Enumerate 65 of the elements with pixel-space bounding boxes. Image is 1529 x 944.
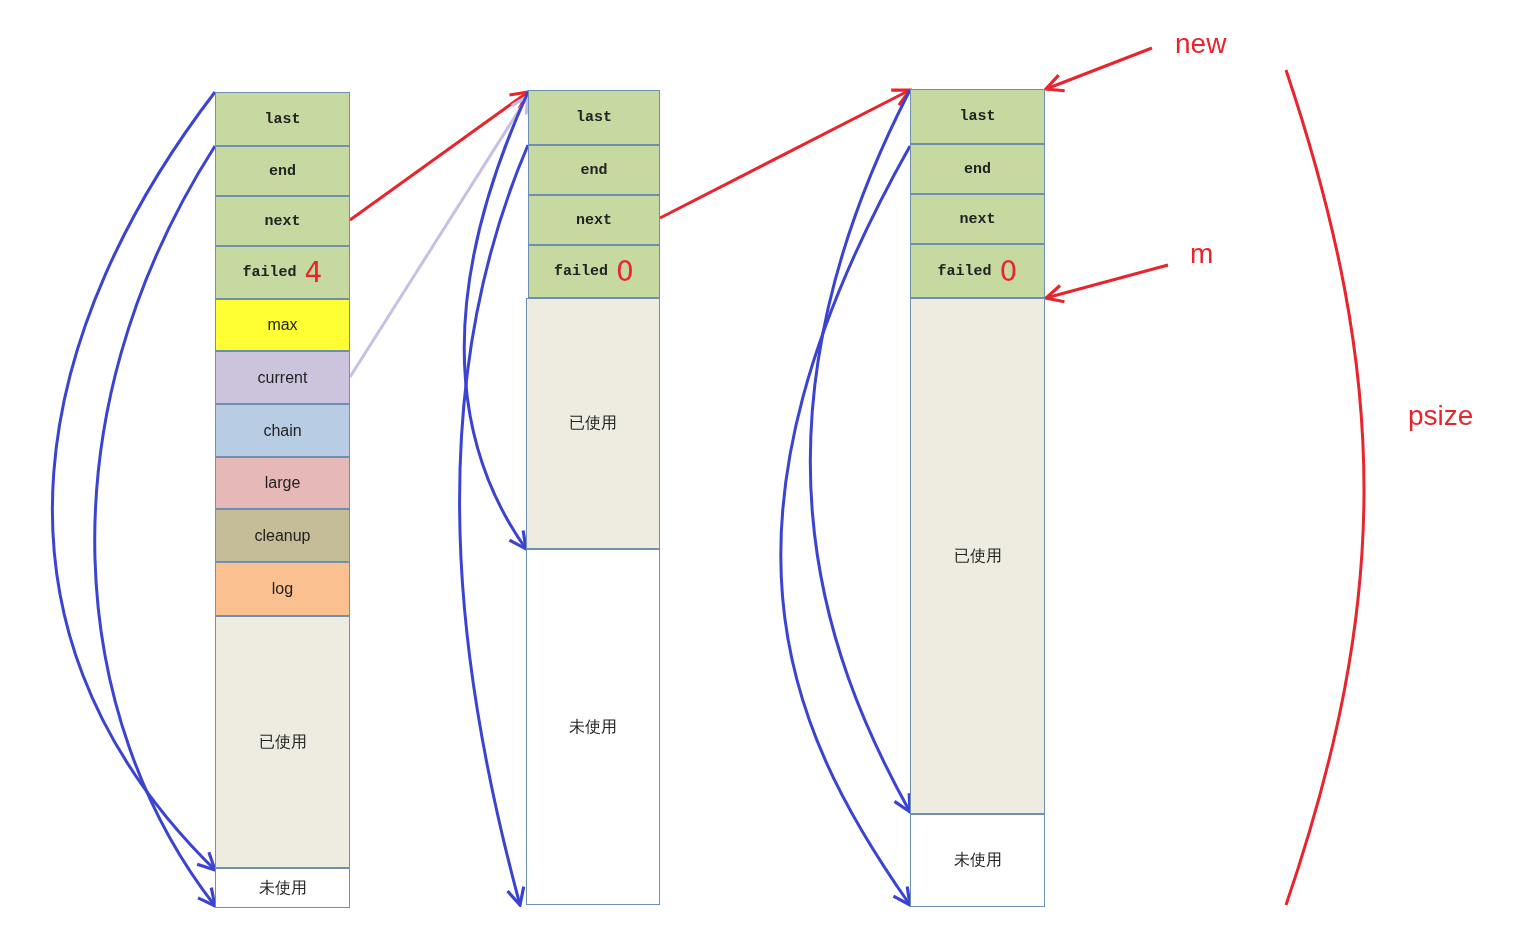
memory-field [215, 246, 350, 299]
field-name: cleanup [254, 526, 311, 545]
pointer-arrow [93, 145, 217, 908]
memory-field [910, 814, 1045, 907]
pointer-arrow [51, 91, 217, 872]
field-name: last [959, 108, 996, 125]
field-name: next [264, 212, 301, 230]
pointer-label: new [1175, 28, 1227, 60]
field-name: end [269, 162, 296, 180]
pointer-arrow [659, 88, 912, 220]
pointer-arrow [808, 89, 912, 814]
memory-field [910, 244, 1045, 298]
field-name: failed [937, 262, 992, 280]
memory-field [528, 195, 660, 245]
count-value: 4 [304, 256, 323, 289]
pointer-arrow [348, 94, 530, 378]
memory-field [528, 90, 660, 145]
memory-field [215, 562, 350, 616]
field-name: last [576, 109, 612, 126]
pointer-arrow [458, 144, 530, 907]
memory-field [910, 89, 1045, 144]
field-name: current [257, 368, 308, 387]
memory-field [526, 549, 660, 905]
memory-field [215, 299, 350, 351]
field-name: 未使用 [258, 877, 307, 898]
memory-field [215, 196, 350, 246]
field-name: next [576, 211, 612, 229]
field-name: 已使用 [569, 413, 617, 433]
field-name: 已使用 [953, 545, 1002, 566]
pointer-arrow [1044, 46, 1153, 93]
count-value: 0 [616, 255, 634, 288]
field-name: 未使用 [569, 716, 617, 737]
field-name: 已使用 [258, 731, 307, 752]
memory-field [910, 298, 1045, 814]
field-name: failed [554, 263, 609, 280]
field-name: 未使用 [953, 850, 1002, 870]
pointer-arrow [462, 91, 530, 551]
memory-field [215, 351, 350, 404]
field-name: end [964, 160, 991, 178]
count-value: 0 [999, 254, 1018, 288]
field-name: failed [242, 264, 297, 281]
memory-field [215, 509, 350, 562]
memory-field [528, 245, 660, 298]
pointer-arrow [349, 90, 530, 222]
memory-field [526, 298, 660, 549]
memory-field [215, 868, 350, 908]
field-name: next [959, 210, 996, 228]
memory-field [215, 457, 350, 509]
field-name: last [264, 110, 301, 128]
memory-field [215, 92, 350, 146]
memory-field [215, 616, 350, 868]
field-name: chain [263, 421, 302, 440]
pointer-arrow [779, 145, 912, 907]
memory-field [215, 146, 350, 196]
memory-field [215, 404, 350, 457]
pointer-label: m [1190, 238, 1214, 270]
size-label: psize [1408, 400, 1474, 432]
field-name: max [267, 316, 298, 334]
pointer-arrow [1044, 263, 1169, 304]
memory-field [910, 194, 1045, 244]
field-name: large [264, 474, 301, 492]
memory-field [528, 145, 660, 195]
field-name: end [580, 161, 608, 179]
memory-field [910, 144, 1045, 194]
field-name: log [271, 580, 294, 598]
